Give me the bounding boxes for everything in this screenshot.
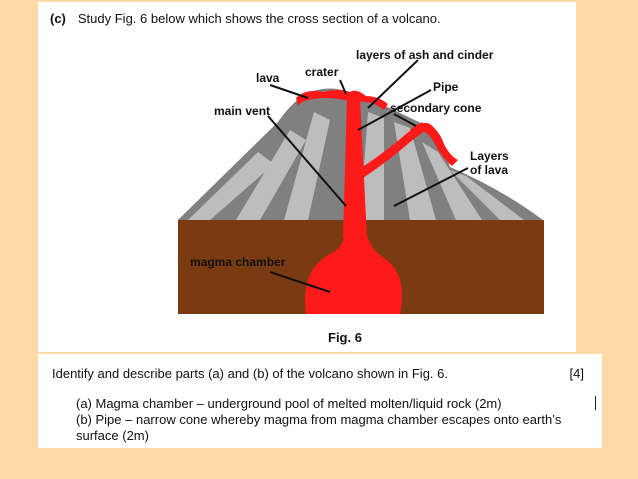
leader-layers-lava <box>393 167 469 207</box>
label-magma-chamber: magma chamber <box>190 255 286 269</box>
rock-band <box>284 112 330 220</box>
rock-band <box>450 170 524 220</box>
leader-lava <box>269 84 309 99</box>
rock-band <box>236 130 306 220</box>
figure-panel: (c) Study Fig. 6 below which shows the cr… <box>38 2 576 352</box>
marks-badge: [4] <box>569 366 584 381</box>
leader-ash <box>367 59 419 109</box>
magma-chamber-shape <box>305 234 402 314</box>
leader-secondary-cone <box>393 113 417 127</box>
label-crater: crater <box>305 65 339 79</box>
pipe-shape <box>343 98 367 238</box>
secondary-pipe <box>358 122 426 180</box>
crater-lava <box>296 90 388 110</box>
label-layers: Layers <box>470 149 509 163</box>
leader-main-vent <box>267 115 347 207</box>
answer-panel: Identify and describe parts (a) and (b) … <box>38 354 602 448</box>
rock-band <box>422 142 482 220</box>
secondary-cone-lava <box>410 122 458 166</box>
question-letter: (c) <box>50 11 66 26</box>
leader-pipe <box>357 89 432 131</box>
leader-magma-chamber <box>269 271 331 293</box>
task-instruction: Identify and describe parts (a) and (b) … <box>52 366 448 381</box>
figure-caption: Fig. 6 <box>328 330 362 345</box>
label-lava: lava <box>256 71 280 85</box>
label-pipe: Pipe <box>433 80 459 94</box>
answer-b: (b) Pipe – narrow cone whereby magma fro… <box>76 412 562 443</box>
rock-band <box>188 152 274 220</box>
label-secondary-cone: secondary cone <box>390 101 482 115</box>
text-cursor <box>595 396 596 410</box>
answer-a: (a) Magma chamber – underground pool of … <box>76 396 502 411</box>
label-of-lava: of lava <box>470 163 508 177</box>
label-main-vent: main vent <box>214 104 270 118</box>
label-layers-ash: layers of ash and cinder <box>356 48 494 62</box>
question-prompt: Study Fig. 6 below which shows the cross… <box>77 11 441 26</box>
volcano-diagram: crater layers of ash and cinder lava Pip… <box>178 48 544 314</box>
leader-crater <box>339 79 347 95</box>
question-header: (c) Study Fig. 6 below which shows the cr… <box>50 11 441 26</box>
leader-lines <box>267 59 469 293</box>
